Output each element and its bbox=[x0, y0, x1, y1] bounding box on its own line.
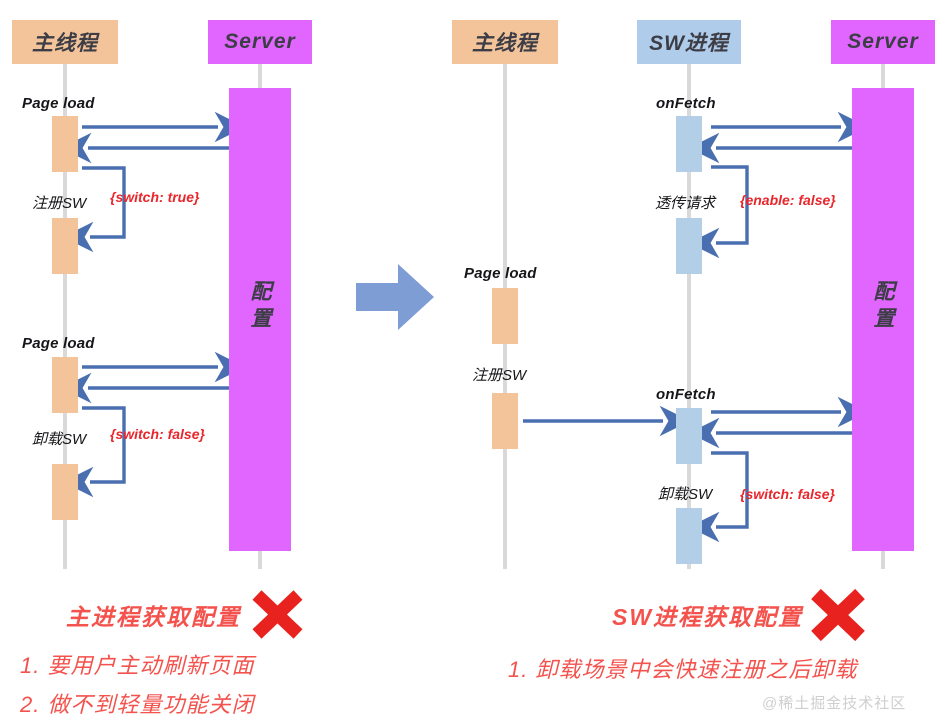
left-participant-main-thread-label: 主线程 bbox=[32, 32, 98, 55]
right-step-label-register-sw: 注册SW bbox=[472, 367, 527, 384]
left-annotation-switch-false: {switch: false} bbox=[110, 426, 205, 442]
left-participant-server-label: Server bbox=[224, 30, 296, 53]
left-activation-page-load-2 bbox=[52, 357, 78, 413]
left-caption-line-2: 2. 做不到轻量功能关闭 bbox=[20, 692, 255, 717]
right-activation-unregister-sw bbox=[676, 508, 702, 564]
right-participant-server-label: Server bbox=[847, 30, 919, 53]
right-participant-server[interactable]: Server bbox=[831, 20, 935, 64]
right-annotation-switch-false: {switch: false} bbox=[740, 486, 835, 502]
right-activation-page-load bbox=[492, 288, 518, 344]
right-participant-main-thread-label: 主线程 bbox=[472, 32, 538, 55]
left-activation-page-load-1 bbox=[52, 116, 78, 172]
right-lifeline-sw-process bbox=[687, 64, 691, 569]
left-participant-main-thread[interactable]: 主线程 bbox=[12, 20, 118, 64]
right-activation-onfetch-2 bbox=[676, 408, 702, 464]
left-activation-server bbox=[229, 88, 291, 551]
left-step-label-register-sw: 注册SW bbox=[32, 195, 87, 212]
left-activation-unregister-sw bbox=[52, 464, 78, 520]
left-step-label-page-load-2: Page load bbox=[22, 335, 95, 352]
right-step-label-onfetch-1: onFetch bbox=[656, 95, 716, 112]
left-step-label-page-load-1: Page load bbox=[22, 95, 95, 112]
right-server-activation-label: 配置 bbox=[871, 280, 894, 334]
left-annotation-switch-true: {switch: true} bbox=[110, 189, 200, 205]
right-step-label-onfetch-2: onFetch bbox=[656, 386, 716, 403]
right-activation-register-sw bbox=[492, 393, 518, 449]
left-caption-title: 主进程获取配置 bbox=[66, 604, 241, 630]
left-arrow-elbow-unregister bbox=[62, 406, 126, 498]
right-activation-onfetch-1 bbox=[676, 116, 702, 172]
right-step-label-unregister-sw: 卸载SW bbox=[658, 486, 713, 503]
right-step-label-passthrough: 透传请求 bbox=[655, 195, 716, 212]
right-participant-sw-process-label: SW进程 bbox=[649, 32, 729, 55]
right-step-label-page-load: Page load bbox=[464, 265, 537, 282]
right-caption-line-1: 1. 卸载场景中会快速注册之后卸载 bbox=[508, 657, 858, 682]
left-activation-register-sw bbox=[52, 218, 78, 274]
watermark: @稀土掘金技术社区 bbox=[762, 695, 907, 712]
transition-arrow-icon bbox=[356, 264, 434, 330]
right-caption-title: SW进程获取配置 bbox=[612, 604, 804, 630]
right-cross-mark-icon bbox=[811, 588, 865, 642]
left-lifeline-main-thread bbox=[63, 64, 67, 569]
left-server-activation-label: 配置 bbox=[248, 280, 271, 334]
right-activation-server bbox=[852, 88, 914, 551]
left-caption-line-1: 1. 要用户主动刷新页面 bbox=[20, 653, 255, 678]
right-participant-main-thread[interactable]: 主线程 bbox=[452, 20, 558, 64]
left-step-label-unregister-sw: 卸载SW bbox=[32, 431, 87, 448]
right-annotation-enable-false: {enable: false} bbox=[740, 192, 836, 208]
left-cross-mark-icon bbox=[252, 590, 303, 639]
right-activation-passthrough bbox=[676, 218, 702, 274]
right-participant-sw-process[interactable]: SW进程 bbox=[637, 20, 741, 64]
left-participant-server[interactable]: Server bbox=[208, 20, 312, 64]
